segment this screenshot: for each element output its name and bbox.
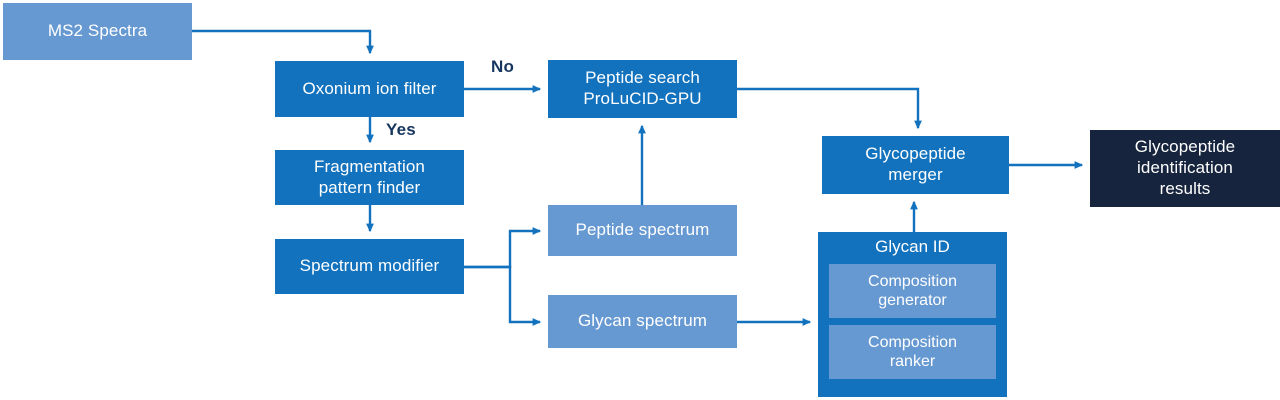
node-glycopeptide-results[interactable]: Glycopeptide identification results bbox=[1090, 130, 1280, 207]
edge-ms2-to-oxonium bbox=[192, 29, 374, 55]
group-glycan-id-title: Glycan ID bbox=[875, 237, 950, 256]
edge-peptide-search-to-merger bbox=[737, 87, 922, 130]
node-composition-ranker[interactable]: Composition ranker bbox=[829, 325, 996, 379]
node-spectrum-modifier[interactable]: Spectrum modifier bbox=[275, 239, 464, 294]
node-composition-generator[interactable]: Composition generator bbox=[829, 264, 996, 318]
edge-label-no: No bbox=[491, 57, 515, 76]
group-glycan-id[interactable]: Glycan ID Composition generator Composit… bbox=[818, 232, 1007, 397]
edge-spectrum-modifier-to-peptide-spectrum bbox=[464, 227, 542, 269]
node-glycopeptide-merger[interactable]: Glycopeptide merger bbox=[822, 136, 1009, 194]
node-ms2-spectra[interactable]: MS2 Spectra bbox=[3, 3, 192, 60]
node-oxonium-ion-filter[interactable]: Oxonium ion filter bbox=[275, 61, 464, 117]
node-glycan-spectrum[interactable]: Glycan spectrum bbox=[548, 295, 737, 348]
edge-label-yes: Yes bbox=[386, 120, 416, 139]
edge-spectrum-modifier-to-glycan-spectrum bbox=[464, 265, 542, 326]
node-peptide-search[interactable]: Peptide search ProLuCID-GPU bbox=[548, 60, 737, 118]
node-peptide-spectrum[interactable]: Peptide spectrum bbox=[548, 205, 737, 256]
node-fragmentation-pattern-finder[interactable]: Fragmentation pattern finder bbox=[275, 150, 464, 205]
